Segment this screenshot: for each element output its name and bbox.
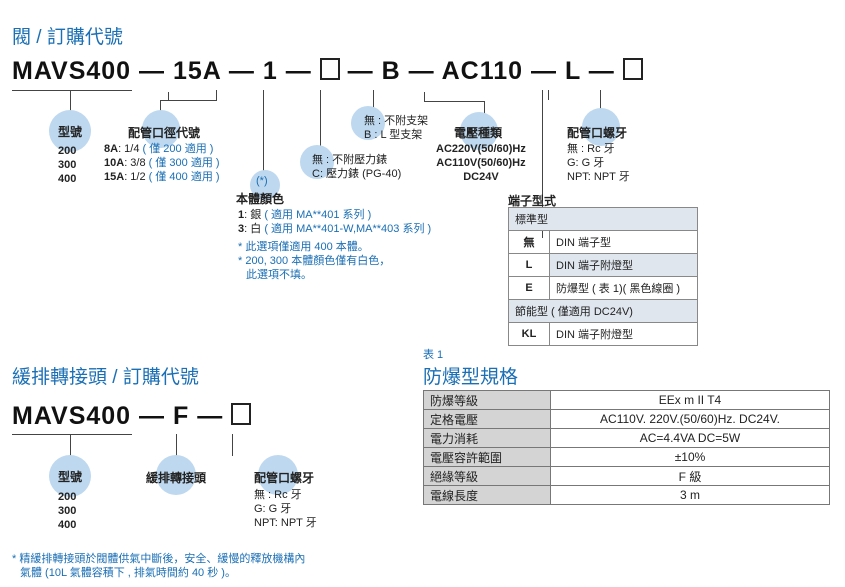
- exhaust-code-thread-box: [231, 403, 252, 425]
- port-label: 配管口徑代號: [128, 126, 201, 140]
- exhaust-title: 緩排轉接頭 / 訂購代號: [12, 367, 199, 388]
- valve-order-code: MAVS400 — 15A — 1 — — B — AC110 — L —: [12, 57, 643, 86]
- voltage-options: AC220V(50/60)Hz AC110V(50/60)Hz DC24V: [436, 143, 526, 183]
- valve-model-list: 200 300 400: [58, 144, 76, 186]
- gauge-circle: [300, 145, 334, 179]
- exhaust-model-label: 型號: [57, 469, 82, 484]
- exhaust-thread-options: 無 : Rc 牙 G: G 牙 NPT: NPT 牙: [254, 489, 317, 529]
- valve-model-label: 型號: [57, 124, 82, 139]
- color-options: 1: 銀 ( 適用 MA**401 系列 ) 3: 白 ( 適用 MA**401…: [238, 209, 432, 281]
- valve-model-400: 400: [58, 173, 77, 185]
- table-caption: 表 1: [423, 349, 444, 361]
- code-voltage: AC110: [441, 57, 524, 85]
- exhaust-model-list: 200 300 400: [58, 491, 77, 531]
- exhaust-code-series: MAVS400: [12, 402, 132, 430]
- bracket-circle: [351, 106, 385, 140]
- code-port: 15A: [173, 57, 221, 85]
- voltage-circle: [460, 112, 498, 150]
- explosion-table-title: 防爆型規格: [423, 367, 519, 388]
- terminal-energy-header: 節能型 ( 僅適用 DC24V): [508, 299, 698, 323]
- exhaust-order-code: MAVS400 — F —: [12, 402, 252, 431]
- valve-title: 閥 / 訂購代號: [12, 27, 123, 48]
- code-terminal: L: [564, 57, 581, 85]
- code-series: MAVS400: [12, 57, 132, 85]
- code-thread-box: [622, 58, 643, 80]
- table-row: 電壓容許範圍±10%: [423, 447, 830, 467]
- thread-circle: [582, 108, 620, 146]
- thread-label: 配管口螺牙: [567, 126, 628, 140]
- code-bracket: B: [381, 57, 401, 85]
- exhaust-code-adapter: F: [173, 402, 190, 430]
- color-label: 本體顏色: [236, 192, 285, 206]
- color-marker: (*): [256, 175, 268, 187]
- terminal-standard-header: 標準型: [508, 207, 698, 231]
- exhaust-thread-label: 配管口螺牙: [254, 471, 315, 485]
- adapter-label: 緩排轉接頭: [146, 471, 207, 485]
- port-circle: [142, 110, 180, 148]
- voltage-label: 電壓種類: [454, 126, 503, 140]
- port-options: 8A: 1/4 ( 僅 200 適用 ) 10A: 3/8 ( 僅 300 適用…: [104, 143, 220, 183]
- thread-options: 無 : Rc 牙 G: G 牙 NPT: NPT 牙: [567, 143, 630, 183]
- adapter-circle: [156, 455, 196, 495]
- valve-model-circle: 型號: [49, 110, 91, 152]
- color-circle: [250, 170, 280, 200]
- valve-model-200: 200: [58, 145, 77, 157]
- gauge-options: 無 : 不附壓力錶 C: 壓力錶 (PG-40): [312, 154, 402, 180]
- bracket-options: 無 : 不附支架 B : L 型支架: [364, 115, 429, 141]
- code-color: 1: [262, 57, 278, 85]
- valve-model-300: 300: [58, 159, 77, 171]
- exhaust-model-circle: 型號: [49, 455, 91, 497]
- exhaust-footnote: * 精緩排轉接頭於閥體供氣中斷後，安全、緩慢的釋放機構內 氣體 (10L 氣體容…: [12, 553, 306, 579]
- terminal-label: 端子型式: [508, 194, 557, 208]
- exhaust-thread-circle: [258, 455, 298, 495]
- code-gauge-box: [319, 58, 340, 80]
